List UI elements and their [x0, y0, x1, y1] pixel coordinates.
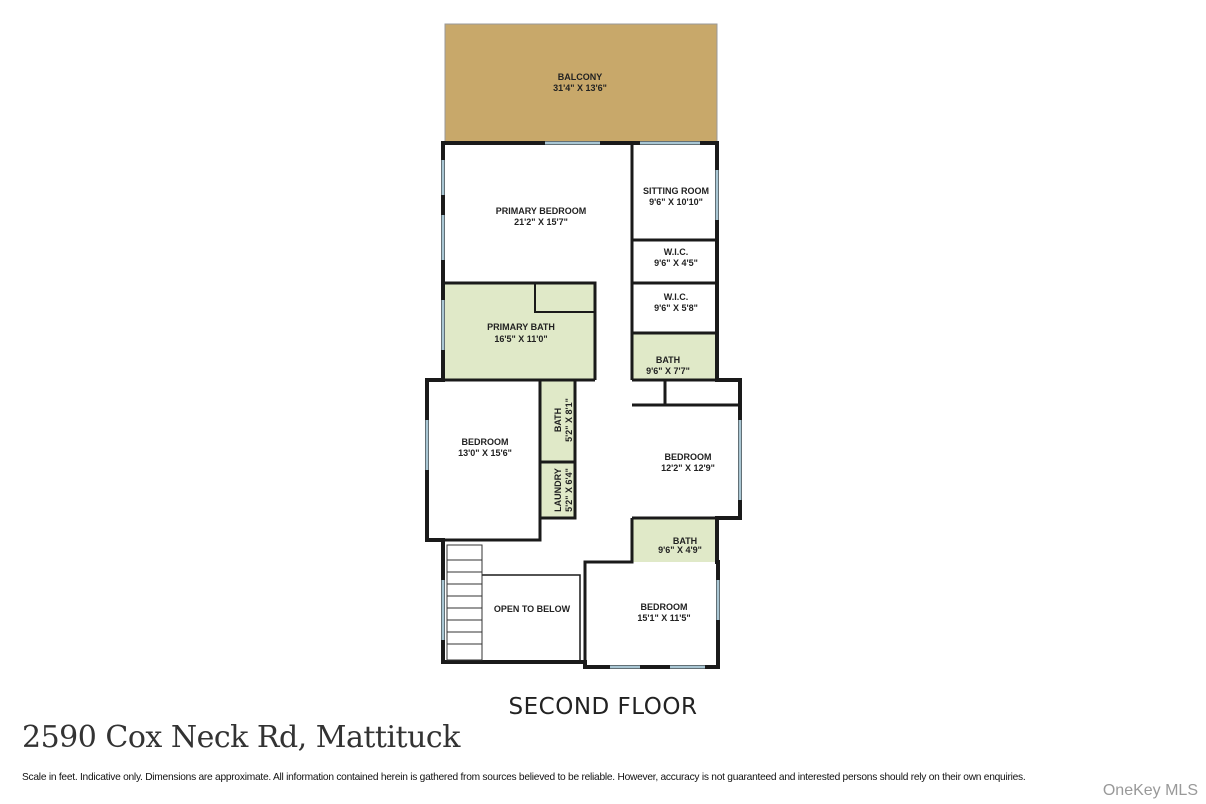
bedroom-right-size: 12'2" X 12'9" [661, 463, 715, 473]
primary-bedroom-name: PRIMARY BEDROOM [496, 206, 587, 216]
balcony [444, 23, 718, 144]
primary-bedroom-size: 21'2" X 15'7" [514, 217, 568, 227]
bath-small-size: 5'2" X 8'1" [564, 398, 574, 442]
watermark: OneKey MLS [1102, 782, 1198, 799]
bedroom-left-size: 13'0" X 15'6" [458, 448, 512, 458]
bedroom-left-name: BEDROOM [462, 437, 509, 447]
bedroom-right-name: BEDROOM [665, 452, 712, 462]
walls [425, 141, 742, 669]
laundry-name: LAUNDRY [553, 468, 563, 512]
primary-bath-name: PRIMARY BATH [487, 322, 555, 332]
windows [425, 141, 742, 669]
balcony-size: 31'4" X 13'6" [553, 83, 607, 93]
bath-lower-name: BATH [673, 536, 697, 546]
bath-small [541, 381, 575, 462]
floor-title: SECOND FLOOR [508, 694, 698, 720]
laundry [541, 463, 575, 518]
bath-small-name: BATH [553, 408, 563, 432]
staircase [446, 544, 483, 661]
bath-right-size: 9'6" X 7'7" [646, 366, 690, 376]
wic-2-size: 9'6" X 5'8" [654, 303, 698, 313]
wic-1-size: 9'6" X 4'5" [654, 258, 698, 268]
sitting-room-size: 9'6" X 10'10" [649, 197, 703, 207]
wic-2-name: W.I.C. [664, 292, 689, 302]
bath-lower-size: 9'6" X 4'9" [658, 545, 702, 555]
disclaimer: Scale in feet. Indicative only. Dimensio… [22, 772, 1026, 783]
balcony-name: BALCONY [558, 72, 603, 82]
bath-right-name: BATH [656, 355, 680, 365]
bath-right [633, 334, 717, 380]
wic-1-name: W.I.C. [664, 247, 689, 257]
sitting-room-name: SITTING ROOM [643, 186, 709, 196]
laundry-size: 5'2" X 6'4" [564, 468, 574, 512]
primary-bath-size: 16'5" X 11'0" [494, 334, 547, 344]
open-to-below-label: OPEN TO BELOW [494, 604, 571, 614]
bedroom-bottom-size: 15'1" X 11'5" [637, 613, 690, 623]
bedroom-bottom-name: BEDROOM [641, 602, 688, 612]
property-address: 2590 Cox Neck Rd, Mattituck [22, 720, 460, 755]
bath-lower [633, 519, 717, 562]
primary-bath [445, 284, 595, 380]
